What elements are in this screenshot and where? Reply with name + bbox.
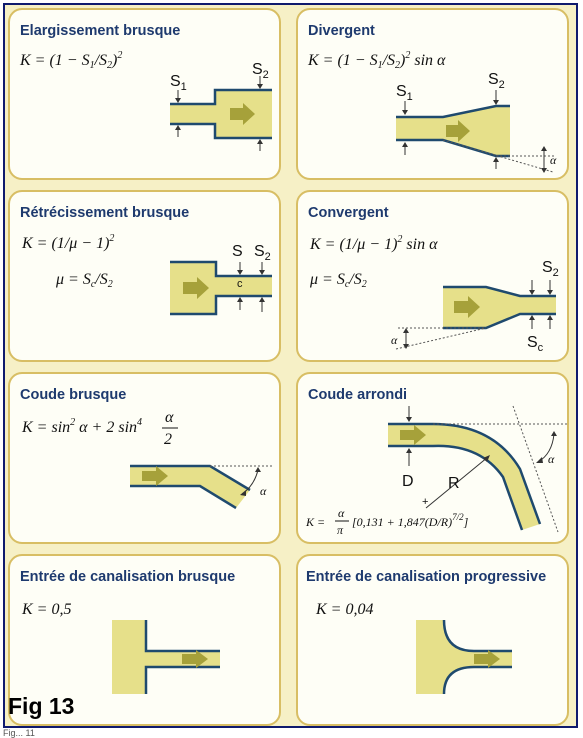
svg-text:α: α <box>165 409 174 426</box>
panel-formula-2: μ = Sc/S2 <box>309 271 367 290</box>
label-r: R <box>448 475 460 492</box>
label-alpha: α <box>548 452 555 466</box>
label-s1: S1 <box>396 83 413 103</box>
diverging-pipe <box>396 104 510 158</box>
flow-arrow-icon <box>182 650 208 668</box>
label-d: D <box>402 473 414 490</box>
flow-arrow-icon <box>446 120 470 142</box>
converging-pipe <box>443 285 556 330</box>
flow-arrow-icon <box>454 296 480 318</box>
svg-text:π: π <box>337 523 344 537</box>
panel-title: Divergent <box>308 23 375 39</box>
caption-fragment: Fig... 11 <box>3 728 35 738</box>
sudden-expansion-pipe <box>170 88 272 140</box>
label-alpha: α <box>260 484 267 498</box>
svg-text:α: α <box>338 506 345 520</box>
panel-title: Elargissement brusque <box>20 23 180 39</box>
panel-retrecissement-brusque: Rétrécissement brusque K = (1/μ − 1)2 μ … <box>8 190 281 362</box>
panel-formula: K = (1 − S1/S2)2 sin α <box>307 50 446 71</box>
figure-label: Fig 13 <box>8 693 75 719</box>
svg-text:2: 2 <box>164 431 172 448</box>
label-alpha: α <box>391 333 398 347</box>
panel-formula: K = sin2 α + 2 sin4 <box>21 417 142 436</box>
panel-title: Convergent <box>308 205 389 221</box>
sharp-inlet-pipe <box>112 620 220 694</box>
panel-coude-brusque: Coude brusque K = sin2 α + 2 sin4 α 2 α <box>8 372 281 544</box>
sudden-contraction-pipe <box>170 260 272 316</box>
panel-title: Coude arrondi <box>308 387 407 403</box>
label-s2: S2 <box>488 71 505 91</box>
label-c: c <box>237 278 243 290</box>
rounded-inlet-pipe <box>416 619 512 695</box>
panel-formula: K = (1/μ − 1)2 <box>21 233 114 252</box>
label-alpha: α <box>550 153 557 167</box>
label-s2: S2 <box>542 259 559 279</box>
label-sc: Sc <box>527 334 544 354</box>
panel-formula: K = (1 − S1/S2)2 <box>19 50 122 71</box>
panel-formula: K = 0,5 <box>21 601 71 618</box>
flow-arrow-icon <box>474 650 500 668</box>
panel-formula: K = <box>305 515 325 529</box>
panel-title: Entrée de canalisation progressive <box>306 569 546 585</box>
svg-text:[0,131 + 1,847(D/R)7/2]: [0,131 + 1,847(D/R)7/2] <box>352 512 469 529</box>
label-s2: S2 <box>254 243 271 263</box>
flow-arrow-icon <box>142 466 168 486</box>
sharp-elbow-pipe <box>130 464 251 510</box>
panel-title: Coude brusque <box>20 387 126 403</box>
panel-entree-brusque: Entrée de canalisation brusque K = 0,5 <box>8 554 281 726</box>
panel-formula-2: μ = Sc/S2 <box>55 271 113 290</box>
panel-convergent: Convergent K = (1/μ − 1)2 sin α μ = Sc/S… <box>296 190 569 362</box>
panel-coude-arrondi: Coude arrondi D R + α K = α π [0,131 + 1… <box>296 372 569 544</box>
label-sc: S <box>232 243 243 260</box>
panel-title: Rétrécissement brusque <box>20 205 189 221</box>
panel-divergent: Divergent K = (1 − S1/S2)2 sin α S1 S2 α <box>296 8 569 180</box>
svg-text:+: + <box>422 496 428 508</box>
panel-elargissement-brusque: Elargissement brusque K = (1 − S1/S2)2 S… <box>8 8 281 180</box>
panel-entree-progressive: Entrée de canalisation progressive K = 0… <box>296 554 569 726</box>
flow-arrow-icon <box>230 103 255 125</box>
panel-title: Entrée de canalisation brusque <box>20 569 235 585</box>
flow-arrow-icon <box>400 425 426 445</box>
flow-arrow-icon <box>183 277 209 299</box>
panel-formula: K = (1/μ − 1)2 sin α <box>309 234 438 253</box>
panel-formula: K = 0,04 <box>315 601 373 618</box>
